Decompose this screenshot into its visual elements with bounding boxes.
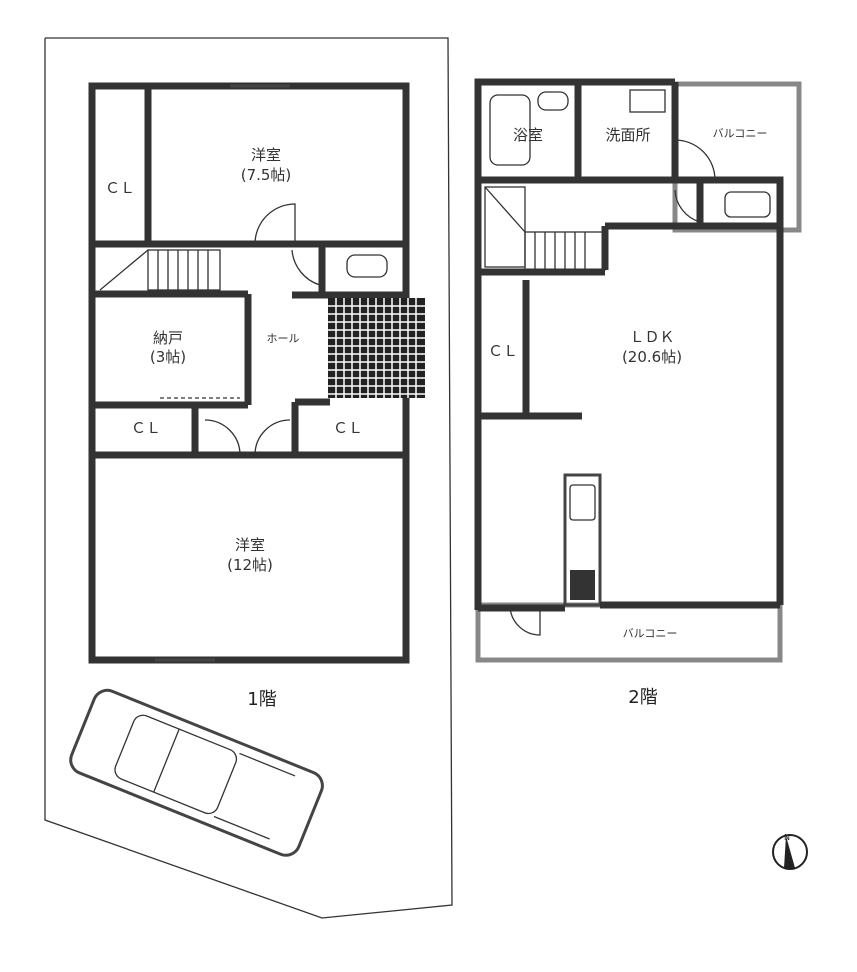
room-size-western2: (12帖) [227, 556, 273, 574]
room-label-cl2: ＣＬ [131, 419, 161, 437]
room-label-balcony2: バルコニー [623, 627, 678, 640]
floor1-label: 1階 [247, 689, 276, 710]
room-label-balcony1: バルコニー [713, 127, 768, 140]
room-label-western1: 洋室 [251, 146, 281, 164]
room-label-western2: 洋室 [235, 536, 265, 554]
north-label: N [784, 833, 790, 842]
room-label-cl4: ＣＬ [488, 342, 518, 360]
room-label-storage: 納戸 [153, 329, 183, 347]
room-label-hall: ホール [267, 332, 300, 345]
room-label-cl3: ＣＬ [333, 419, 363, 437]
tiled-entrance [328, 298, 425, 398]
floor2-label: 2階 [628, 687, 657, 708]
floor1-plan [88, 82, 425, 664]
site-boundary [44, 37, 453, 919]
room-label-ldk: ＬＤＫ [629, 328, 674, 346]
room-label-bath: 浴室 [513, 126, 543, 144]
kitchen-counter [563, 473, 602, 607]
room-size-western1: (7.5帖) [241, 166, 292, 184]
car-icon [69, 688, 324, 857]
room-label-washroom: 洗面所 [605, 126, 650, 144]
north-arrow-icon: N [772, 833, 808, 870]
room-size-ldk: (20.6帖) [622, 348, 682, 366]
room-label-cl1: ＣＬ [105, 179, 135, 197]
room-size-storage: (3帖) [150, 348, 186, 366]
floor2-plan [474, 78, 802, 663]
